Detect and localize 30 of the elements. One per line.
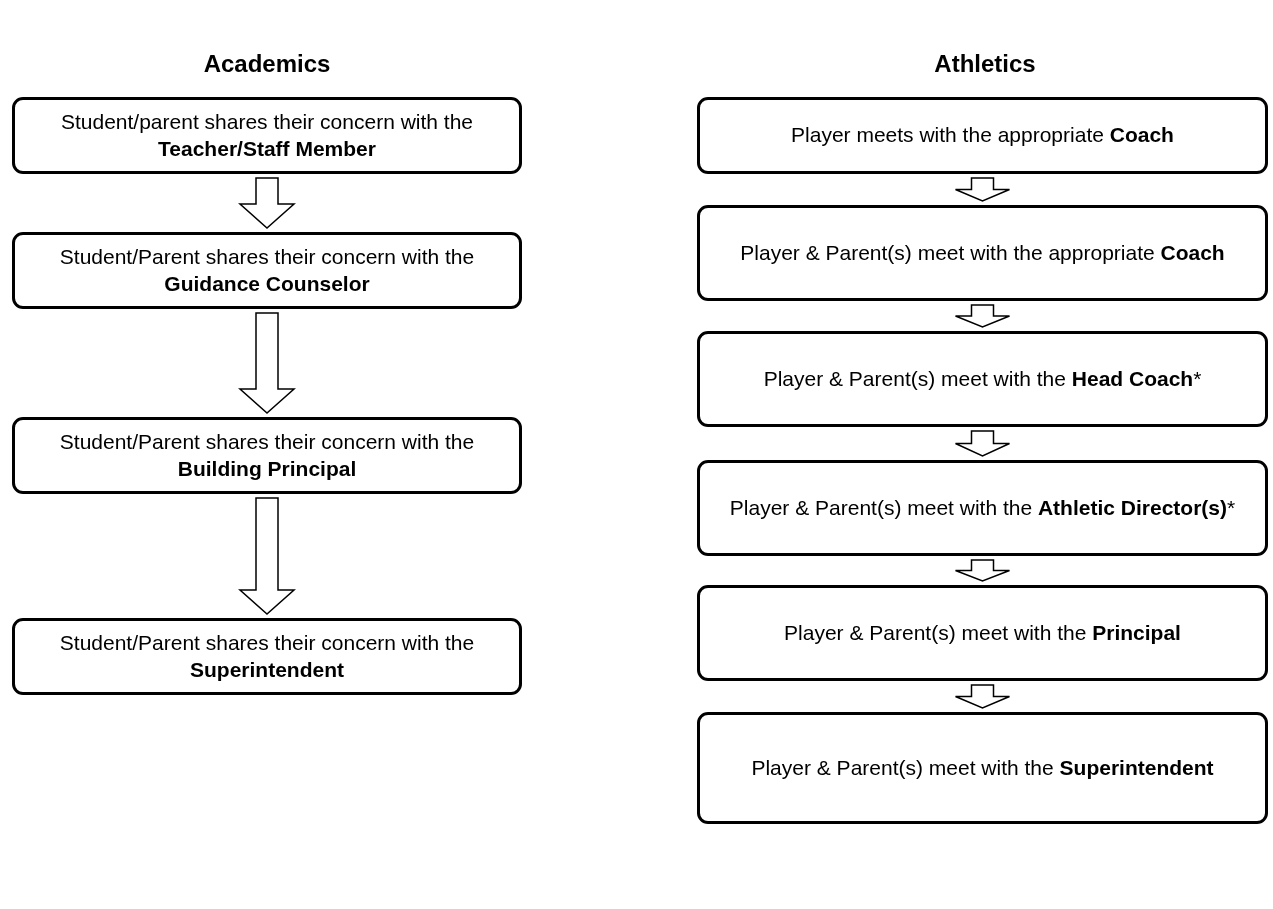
step-text: Player & Parent(s) meet with the Head Coach* [762, 365, 1203, 392]
step-text: Player & Parent(s) meet with the Athletic Director(s)* [728, 494, 1237, 521]
block-arrow [954, 684, 1011, 709]
block-arrow [954, 430, 1011, 457]
process-box [697, 331, 1268, 427]
step-text: Student/Parent shares their concern with the Guidance Counselor [58, 244, 476, 297]
step-text: Player & Parent(s) meet with the Principal [783, 619, 1182, 646]
step-text: Student/Parent shares their concern with the Superintendent [58, 630, 476, 683]
process-box [12, 417, 522, 494]
process-box [12, 618, 522, 695]
process-box [12, 232, 522, 309]
step-text: Player meets with the appropriate Coach [790, 122, 1175, 149]
process-box [697, 712, 1268, 824]
step-text: Player & Parent(s) meet with the appropriate Coach [739, 239, 1226, 266]
step-text: Student/parent shares their concern with the Teacher/Staff Member [59, 109, 475, 162]
process-box [697, 205, 1268, 301]
column-heading: Athletics [934, 50, 1036, 78]
block-arrow [954, 177, 1011, 202]
process-box [697, 97, 1268, 174]
block-arrow [238, 497, 296, 615]
block-arrow [954, 304, 1011, 328]
block-arrow [954, 559, 1011, 582]
block-arrow [238, 312, 296, 414]
column-heading: Academics [203, 50, 331, 78]
block-arrow [238, 177, 296, 229]
process-box [697, 585, 1268, 681]
process-box [12, 97, 522, 174]
step-text: Player & Parent(s) meet with the Superintendent [750, 754, 1215, 781]
step-text: Student/Parent shares their concern with the Building Principal [58, 429, 476, 482]
process-box [697, 460, 1268, 556]
